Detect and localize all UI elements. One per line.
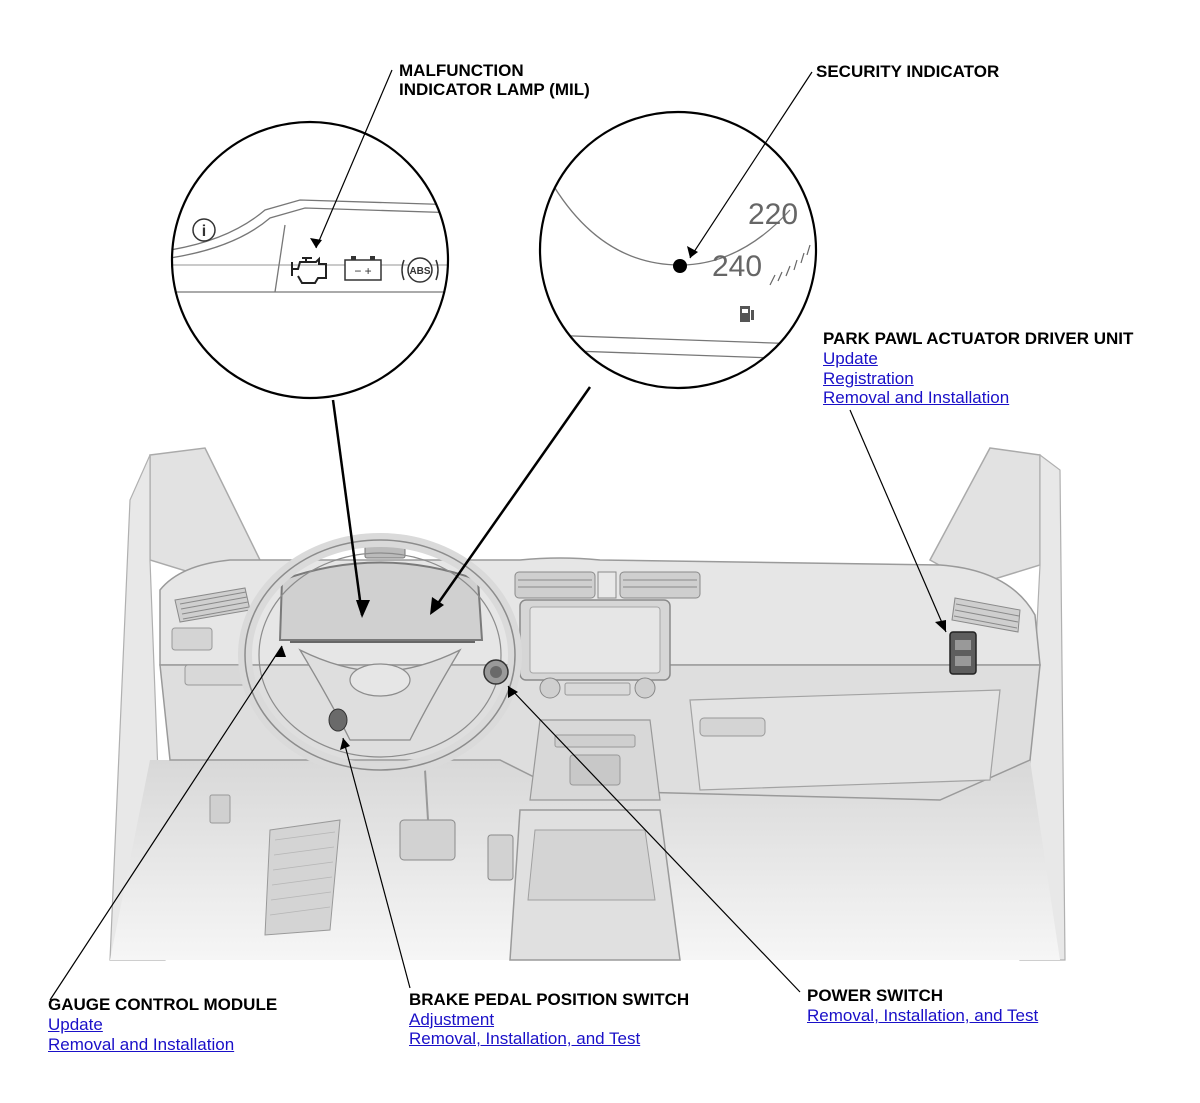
center-vents	[514, 571, 701, 599]
gauge-update-link[interactable]: Update	[48, 1015, 103, 1034]
abs-icon: ABS	[401, 257, 439, 283]
park-pawl-removal-link[interactable]: Removal and Installation	[823, 388, 1010, 407]
leader-lines-thick	[331, 386, 592, 616]
mil-label-line2: INDICATOR LAMP (MIL)	[399, 80, 590, 99]
battery-icon: − +	[344, 256, 382, 281]
fuel-pump-icon	[740, 306, 754, 322]
park-pawl-label: PARK PAWL ACTUATOR DRIVER UNIT	[823, 329, 1134, 348]
park-pawl-unit-part	[949, 631, 977, 675]
leader-lines	[49, 69, 947, 1001]
mil-inset: i − + ABS	[170, 120, 450, 400]
arrowheads	[275, 238, 946, 750]
brake-pedal	[399, 819, 456, 861]
security-indicator-dot	[673, 259, 687, 273]
gauge-removal-link[interactable]: Removal and Installation	[48, 1035, 235, 1054]
park-pawl-update-link[interactable]: Update	[823, 349, 878, 368]
brake-pedal-switch-label: BRAKE PEDAL POSITION SWITCH	[409, 990, 690, 1009]
right-vent	[951, 597, 1021, 633]
brake-adjustment-link[interactable]: Adjustment	[409, 1010, 495, 1029]
power-removal-test-link[interactable]: Removal, Installation, and Test	[807, 1006, 1039, 1025]
accelerator-pedal	[487, 834, 514, 881]
brake-removal-test-link[interactable]: Removal, Installation, and Test	[409, 1029, 641, 1048]
mil-label-line1: MALFUNCTION	[399, 61, 524, 80]
speed-label-lower: 240	[712, 250, 762, 283]
svg-text:i: i	[202, 223, 206, 240]
security-indicator-label: SECURITY INDICATOR	[816, 62, 1000, 81]
power-switch-label: POWER SWITCH	[807, 986, 943, 1005]
gauge-cluster	[278, 561, 484, 641]
right-a-pillar	[928, 447, 1041, 586]
info-icon: i	[192, 218, 216, 242]
check-engine-icon	[291, 256, 327, 284]
glovebox	[689, 689, 1001, 791]
vehicle-interior	[109, 447, 1066, 961]
svg-text:− +: − +	[354, 264, 371, 278]
svg-text:ABS: ABS	[409, 266, 430, 277]
gauge-control-module-label: GAUGE CONTROL MODULE	[48, 995, 278, 1014]
security-inset: 220 240	[538, 110, 818, 390]
left-vent	[174, 587, 251, 623]
park-pawl-registration-link[interactable]: Registration	[823, 369, 914, 388]
brake-pedal-switch-part	[328, 708, 348, 732]
steering-wheel	[238, 533, 522, 777]
speed-label-upper: 220	[748, 198, 798, 231]
